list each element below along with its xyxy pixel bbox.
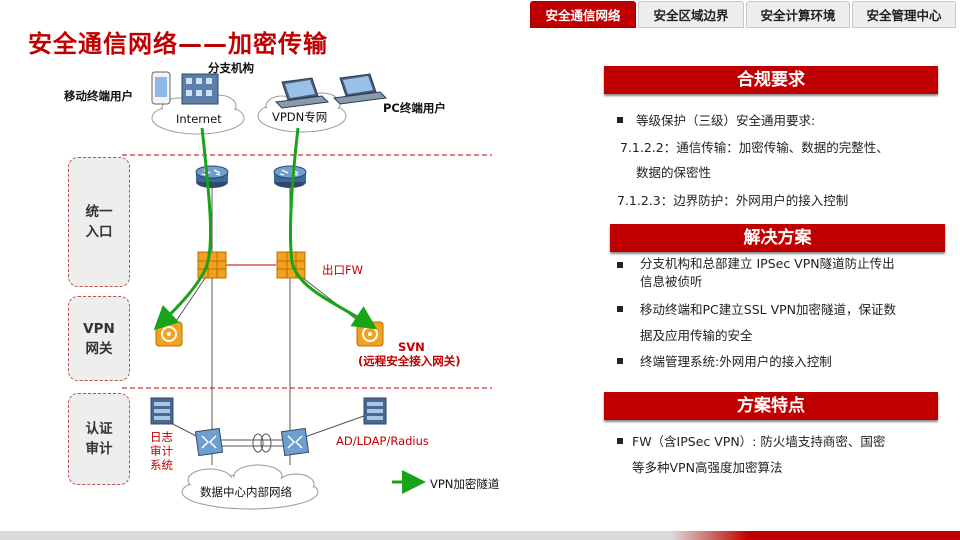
page-title: 安全通信网络——加密传输 [28, 30, 328, 58]
features-bullet-1: FW（含IPSec VPN）: 防火墙支持商密、国密 [632, 434, 886, 449]
legend-label: VPN加密隧道 [430, 477, 500, 491]
bullet-icon [617, 262, 623, 268]
compliance-item-1: 7.1.2.2：通信传输：加密传输、数据的完整性、 [620, 140, 889, 155]
tab-computing-environment[interactable]: 安全计算环境 [746, 1, 850, 28]
compliance-header: 合规要求 [604, 66, 938, 94]
bullet-icon [617, 306, 623, 312]
solution-bullet-2: 移动终端和PC建立SSL VPN加密隧道，保证数 [640, 302, 897, 317]
network-diagram [122, 71, 492, 510]
internet-label: Internet [176, 112, 222, 126]
pc-user-label: PC终端用户 [383, 101, 446, 115]
zone-vpn-gateway: VPN网关 [68, 296, 130, 381]
router-icon [195, 165, 229, 188]
branch-label: 分支机构 [208, 61, 254, 75]
solution-header: 解决方案 [610, 224, 945, 252]
laptop-icon [332, 73, 388, 105]
link-line [301, 411, 376, 439]
bullet-icon [617, 438, 623, 444]
mobile-user-label: 移动终端用户 [64, 89, 133, 103]
tab-area-boundary[interactable]: 安全区域边界 [638, 1, 744, 28]
mobile-phone-icon [151, 71, 171, 105]
firewall-icon [197, 251, 227, 279]
footer-bar [0, 531, 960, 540]
zone-auth-audit: 认证审计 [68, 393, 130, 485]
datacenter-label: 数据中心内部网络 [200, 485, 292, 499]
tab-management-center[interactable]: 安全管理中心 [852, 1, 956, 28]
laptop-icon [274, 77, 330, 109]
svn-sub-label: (远程安全接入网关) [358, 354, 461, 368]
bullet-icon [617, 117, 623, 123]
solution-bullet-3: 终端管理系统:外网用户的接入控制 [640, 354, 832, 369]
compliance-item-2: 7.1.2.3：边界防护：外网用户的接入控制 [617, 193, 849, 208]
switch-icon [280, 427, 310, 457]
solution-bullet-2b: 据及应用传输的安全 [640, 328, 753, 343]
features-header: 方案特点 [604, 392, 938, 420]
vpdn-label: VPDN专网 [272, 110, 328, 124]
log-audit-label: 日志审计系统 [150, 430, 173, 472]
datacenter-cloud [181, 464, 319, 510]
solution-bullet-1b: 信息被侦听 [640, 274, 703, 289]
branch-building-icon [181, 73, 219, 105]
link-aggregation-ring [252, 433, 264, 453]
fw-label: 出口FW [322, 263, 363, 277]
ad-server-icon [363, 397, 387, 425]
zone-unified-entry: 统一入口 [68, 157, 130, 287]
vpn-tunnel-path [153, 127, 213, 331]
svn-label: SVN [398, 340, 425, 354]
ad-ldap-label: AD/LDAP/Radius [336, 434, 429, 448]
compliance-item-1b: 数据的保密性 [636, 165, 712, 180]
log-server-icon [150, 397, 174, 425]
vpn-tunnel-path [288, 127, 378, 330]
features-bullet-1b: 等多种VPN高强度加密算法 [632, 460, 783, 475]
bullet-icon [617, 358, 623, 364]
solution-bullet-1: 分支机构和总部建立 IPSec VPN隧道防止传出 [640, 256, 895, 271]
tab-secure-communication[interactable]: 安全通信网络 [530, 1, 636, 28]
link-aggregation-ring [260, 433, 272, 453]
router-icon [273, 165, 307, 188]
switch-icon [194, 427, 224, 457]
compliance-bullet: 等级保护（三级）安全通用要求: [636, 113, 816, 128]
